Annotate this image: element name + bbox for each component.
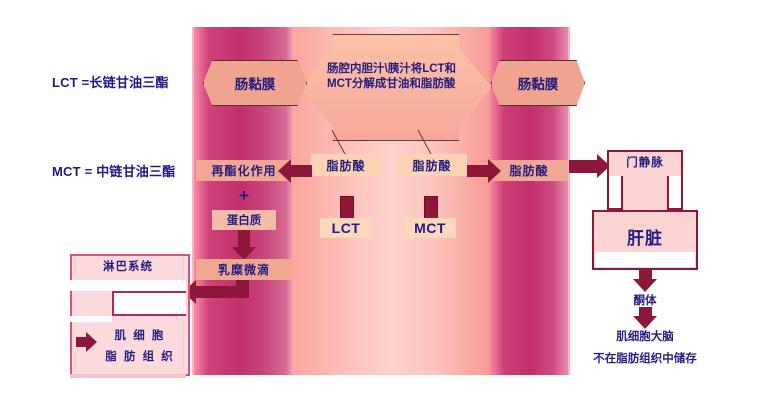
- protein-to-chylomicron-shaft: [238, 230, 250, 247]
- liver-to-ketone-head: [633, 279, 657, 292]
- chylomicron-left-shaft: [196, 286, 249, 298]
- lymph-panel-shadow: [70, 374, 186, 378]
- legend-mct-eq: =: [80, 164, 97, 179]
- fa-to-left-wall-head: [278, 159, 291, 183]
- chylomicron-label: 乳糜微滴: [217, 263, 270, 277]
- portal-neck-right-cap: [669, 176, 683, 210]
- protein-to-chylomicron-head: [232, 247, 256, 260]
- liver-to-ketone-shaft: [639, 270, 652, 279]
- liver-inner-strip: [595, 252, 695, 267]
- legend-mct: MCT = 中链甘油三酯: [52, 161, 175, 180]
- fatty-acid-box-mct: 脂肪酸: [397, 154, 467, 176]
- wall-to-portal-head: [597, 154, 610, 178]
- protein-box: 蛋白质: [212, 210, 276, 230]
- lymph-to-tissue-shaft: [76, 337, 86, 347]
- legend-lct-term: 长链甘油三酯: [89, 75, 169, 90]
- reesterification-label: 再酯化作用: [211, 164, 277, 178]
- tag-mct-label: MCT: [414, 220, 446, 236]
- lymph-muscle-cell-label: 肌 细 胞: [114, 330, 166, 342]
- portal-neck-left-cap: [607, 176, 621, 210]
- ketone-bodies-label: 酮体: [633, 295, 657, 307]
- mucosa-hex-right-label: 肠黏膜: [517, 77, 559, 92]
- mct-stem: [424, 196, 438, 220]
- plus-sign: +: [239, 186, 249, 205]
- feed-lines: [331, 130, 433, 157]
- lymph-channel-lower: [70, 316, 112, 322]
- lymph-channel-upper: [70, 280, 186, 291]
- legend-lct-code: LCT: [52, 75, 78, 90]
- muscle-brain-label: 肌细胞大脑: [616, 331, 674, 343]
- legend-mct-code: MCT: [52, 164, 81, 179]
- tag-lct: LCT: [320, 218, 372, 238]
- fatty-acid-box-lct: 脂肪酸: [311, 154, 381, 176]
- fa-to-right-wall-head: [488, 159, 501, 183]
- fatty-acid-band-right: 脂肪酸: [490, 160, 568, 181]
- ketone-to-tissue-head: [633, 316, 657, 329]
- legend-lct-eq: =: [77, 75, 90, 90]
- digestion-description: 肠腔内胆汁\胰汁将LCT和MCT分解成甘油和脂肪酸: [327, 63, 457, 90]
- lymphatic-system-title: 淋巴系统: [103, 261, 153, 273]
- chylomicron-band: 乳糜微滴: [196, 259, 292, 280]
- lct-stem: [340, 196, 354, 220]
- mucosa-hex-left-label: 肠黏膜: [234, 77, 276, 92]
- portal-vein-box: [607, 150, 683, 176]
- fatty-acid-left-label: 脂肪酸: [326, 158, 366, 173]
- fatty-acid-right-label: 脂肪酸: [412, 158, 452, 173]
- tag-lct-label: LCT: [331, 220, 361, 236]
- fatty-acid-right-wall-label: 脂肪酸: [509, 164, 549, 178]
- mucosa-hex-left: 肠黏膜: [203, 60, 307, 106]
- lymph-adipose-label: 脂 肪 组 织: [105, 351, 175, 363]
- legend-lct: LCT =长链甘油三酯: [52, 72, 169, 91]
- lymph-channel-inner: [112, 291, 186, 316]
- liver-label: 肝脏: [627, 229, 663, 248]
- portal-vein-label: 门静脉: [626, 157, 664, 169]
- fa-to-left-wall-shaft: [291, 165, 312, 177]
- mucosa-hex-right: 肠黏膜: [491, 60, 585, 106]
- protein-label: 蛋白质: [226, 215, 262, 227]
- fa-to-right-wall-shaft: [467, 165, 488, 177]
- lymph-to-tissue-head: [86, 332, 97, 352]
- wall-to-portal-shaft: [569, 160, 597, 173]
- legend-mct-term: 中链甘油三酯: [96, 164, 176, 179]
- ketone-to-tissue-shaft: [639, 307, 652, 316]
- reesterification-band: 再酯化作用: [196, 160, 292, 181]
- portal-vein-neck: [621, 176, 669, 210]
- tag-mct: MCT: [404, 218, 456, 238]
- no-storage-label: 不在脂肪组织中储存: [593, 353, 697, 365]
